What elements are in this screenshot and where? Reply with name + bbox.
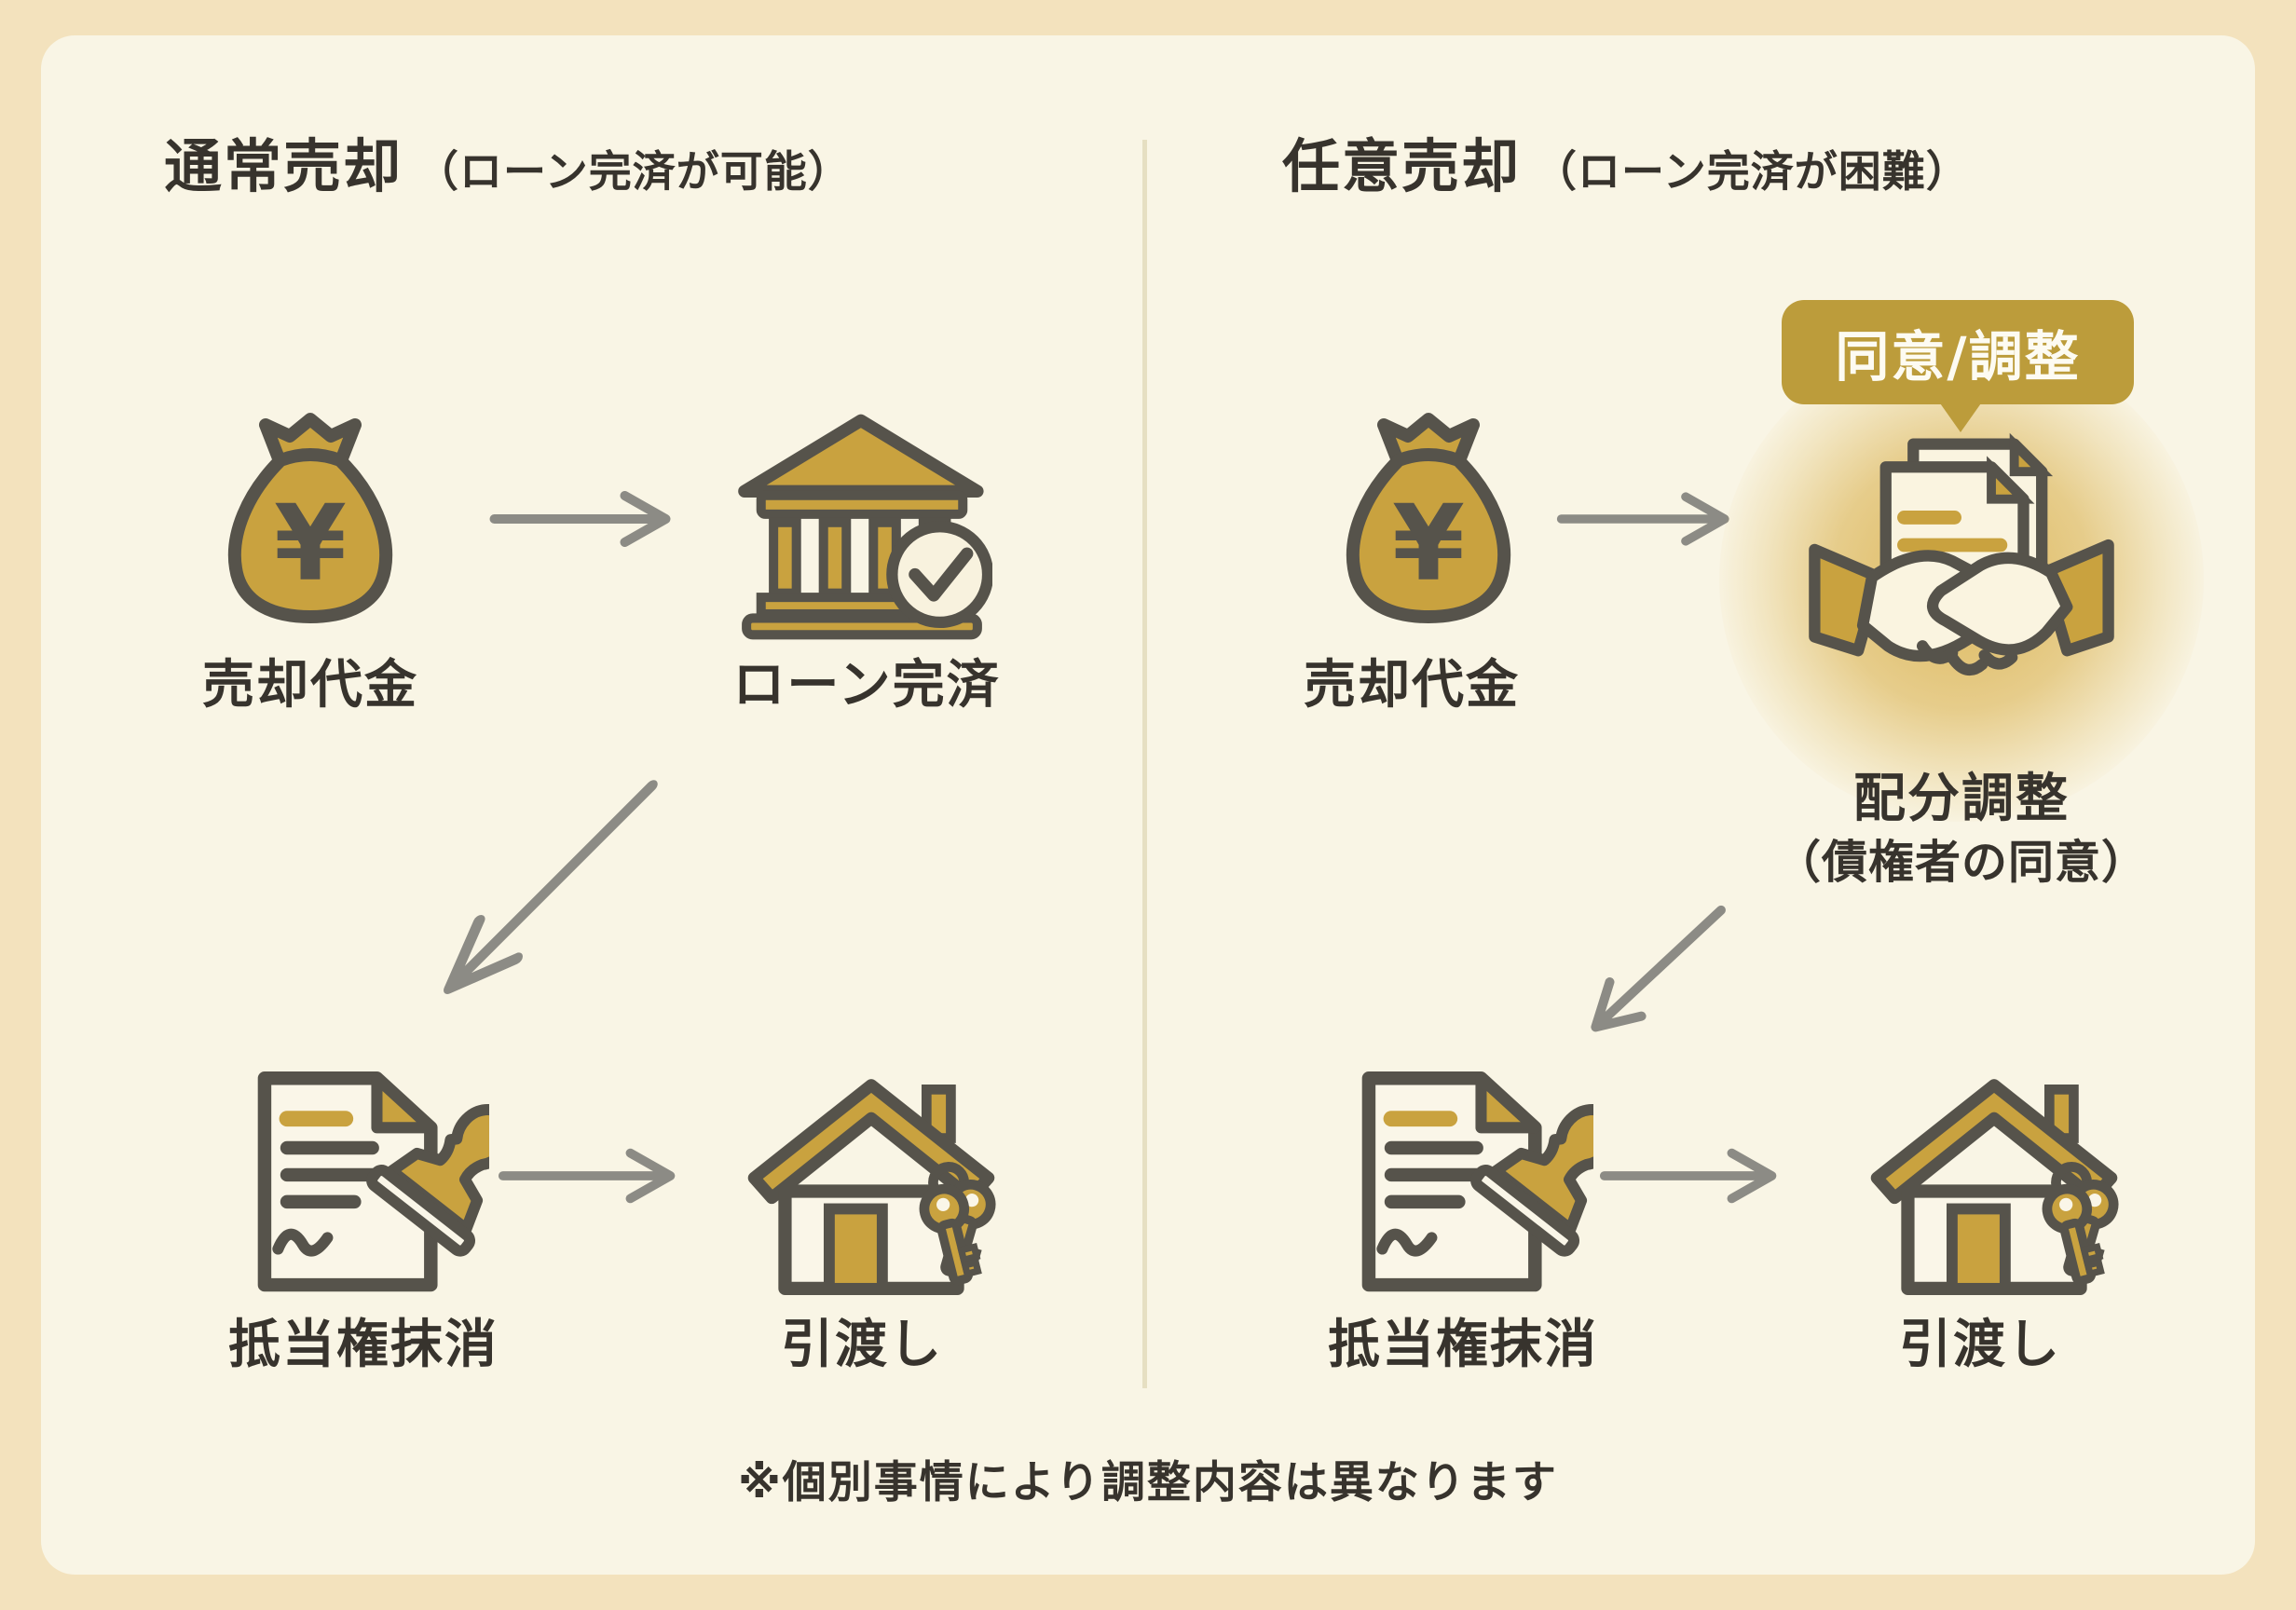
document-stamp-icon	[1342, 1064, 1593, 1308]
left-title-subtitle: （ローン完済が可能）	[416, 146, 852, 197]
column-divider	[1142, 140, 1147, 1388]
right-step2-label-line2: （債権者の同意）	[1774, 836, 2148, 889]
right-title-text: 任意売却	[1282, 132, 1522, 200]
footnote: ※個別事情により調整内容は異なります	[738, 1457, 1558, 1508]
house-keys-icon	[741, 1062, 1002, 1303]
right-step2-label-line1: 配分調整	[1853, 769, 2070, 829]
svg-text:¥: ¥	[274, 484, 347, 605]
left-step4-label: 引渡し	[781, 1315, 943, 1375]
arrow-icon	[485, 486, 685, 552]
document-stamp-icon	[238, 1064, 489, 1308]
arrow-icon	[1597, 1143, 1788, 1208]
left-step1-label: 売却代金	[202, 655, 418, 716]
house-keys-icon	[1864, 1062, 2125, 1303]
arrow-diagonal-icon	[403, 751, 687, 1034]
right-step1-label: 売却代金	[1304, 655, 1520, 716]
right-column-title: 任意売却 （ローン完済が困難）	[1282, 119, 1970, 203]
svg-text:¥: ¥	[1392, 484, 1465, 605]
handshake-documents-icon	[1808, 430, 2115, 719]
speech-bubble: 同意/調整	[1782, 300, 2134, 432]
right-title-subtitle: （ローン完済が困難）	[1534, 146, 1970, 197]
arrow-diagonal-icon	[1561, 881, 1748, 1062]
left-step2-label: ローン完済	[732, 655, 1001, 716]
speech-bubble-label: 同意/調整	[1835, 325, 2081, 389]
money-bag-icon: ¥	[1335, 407, 1522, 629]
money-bag-icon: ¥	[217, 407, 403, 629]
left-column-title: 通常売却 （ローン完済が可能）	[164, 119, 852, 203]
left-title-text: 通常売却	[164, 132, 403, 200]
right-step4-label: 引渡し	[1899, 1315, 2061, 1375]
arrow-icon	[1554, 486, 1741, 552]
left-step3-label: 抵当権抹消	[228, 1315, 499, 1375]
right-step3-label: 抵当権抹消	[1328, 1315, 1598, 1375]
bank-check-icon	[731, 408, 992, 641]
arrow-icon	[496, 1143, 687, 1208]
